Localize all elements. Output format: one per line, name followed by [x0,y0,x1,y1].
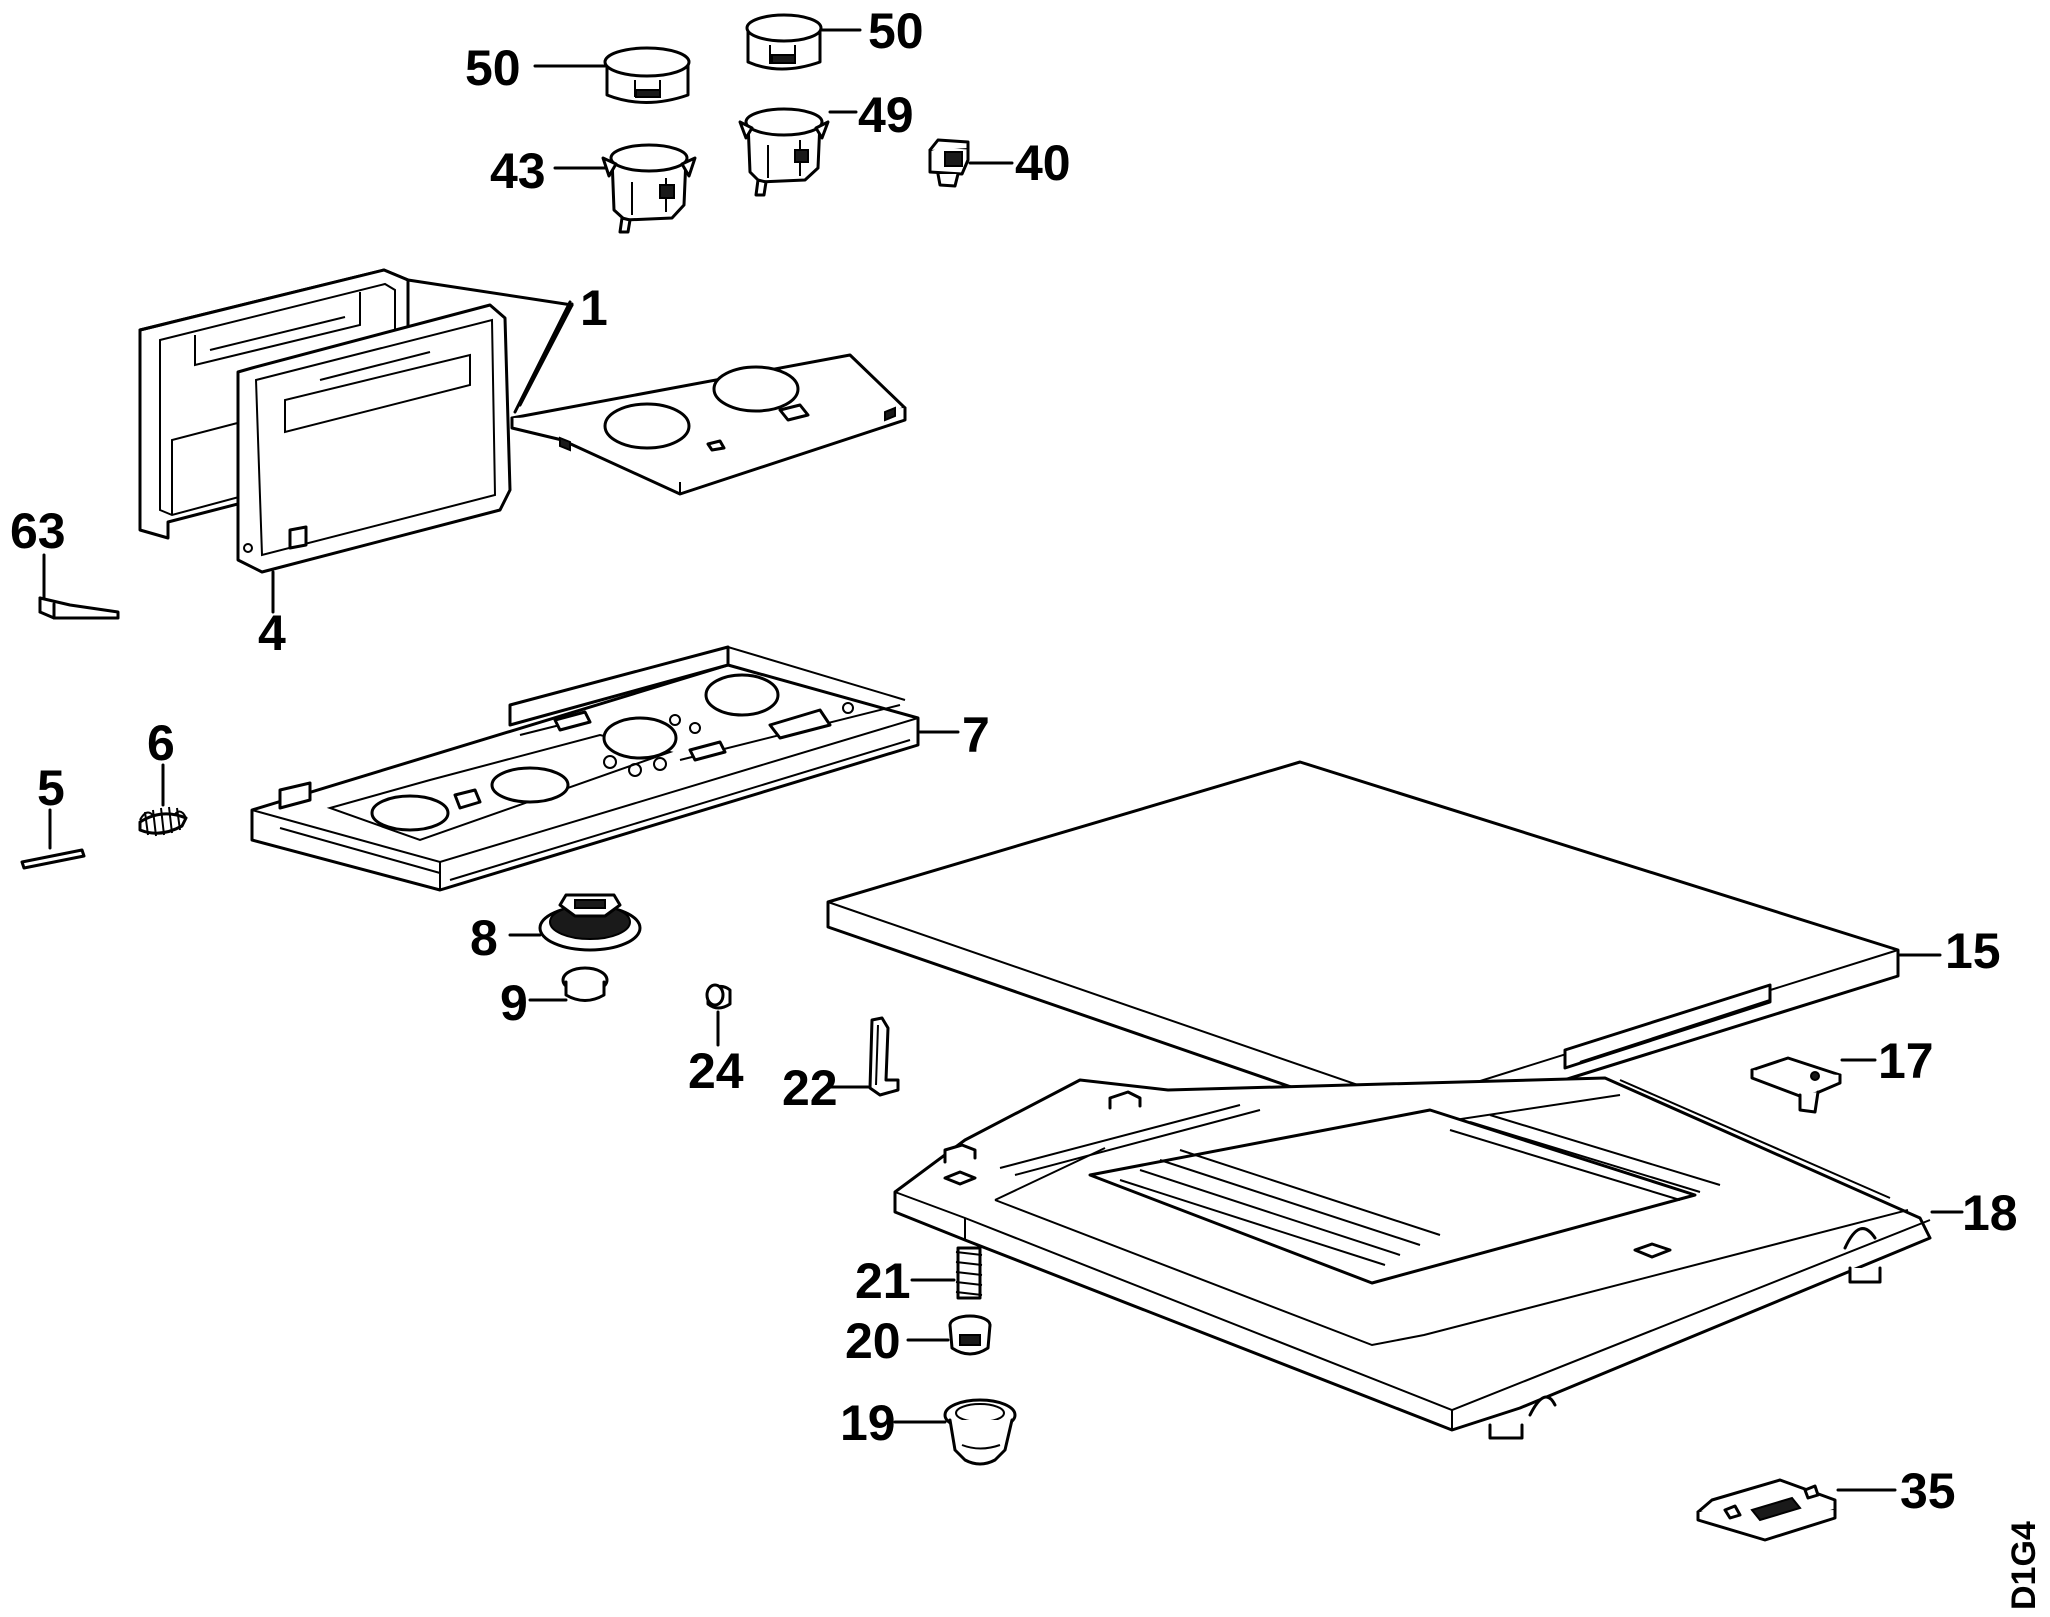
part-24-plug [705,983,732,1047]
callout-4: 4 [258,605,286,661]
callout-50-left: 50 [465,40,521,96]
callout-19: 19 [840,1395,896,1451]
part-50-cap-left [533,46,691,104]
part-1-top-plate [510,353,907,496]
diagram-code: D1G4 [2005,1521,2043,1610]
part-49-holder [738,107,858,197]
callout-8: 8 [470,910,498,966]
part-35-hinge [1696,1478,1897,1542]
part-19-foot [893,1398,1017,1466]
part-63-tab [38,553,120,620]
part-50-cap-right [745,13,862,71]
callout-20: 20 [845,1313,901,1369]
callout-17: 17 [1878,1033,1934,1089]
part-20-bush [906,1314,992,1356]
part-8-knob [508,893,642,952]
part-18-base [893,1076,1964,1440]
callout-7: 7 [962,707,990,763]
callout-15: 15 [1945,923,2001,979]
callout-6: 6 [147,715,175,771]
callout-49: 49 [858,87,914,143]
callout-63: 63 [10,503,66,559]
callout-1: 1 [580,280,608,336]
part-22-hook [828,1016,900,1097]
part-4-bezel [236,303,512,574]
callout-40: 40 [1015,135,1071,191]
part-5-pin [20,808,86,870]
callout-9: 9 [500,975,528,1031]
part-43-holder [553,143,697,234]
callout-18: 18 [1962,1185,2018,1241]
part-40-clip [928,138,1014,188]
callout-24: 24 [688,1043,744,1099]
callout-5: 5 [37,760,65,816]
callout-35: 35 [1900,1463,1956,1519]
callout-43: 43 [490,143,546,199]
part-6-spring [138,763,188,837]
part-21-spring [910,1246,983,1300]
callout-50-right: 50 [868,3,924,59]
callout-21: 21 [855,1253,911,1309]
part-17-bracket [1750,1056,1877,1114]
callout-22: 22 [782,1060,838,1116]
part-9-cap [528,966,609,1002]
part-7-chassis [250,645,960,892]
